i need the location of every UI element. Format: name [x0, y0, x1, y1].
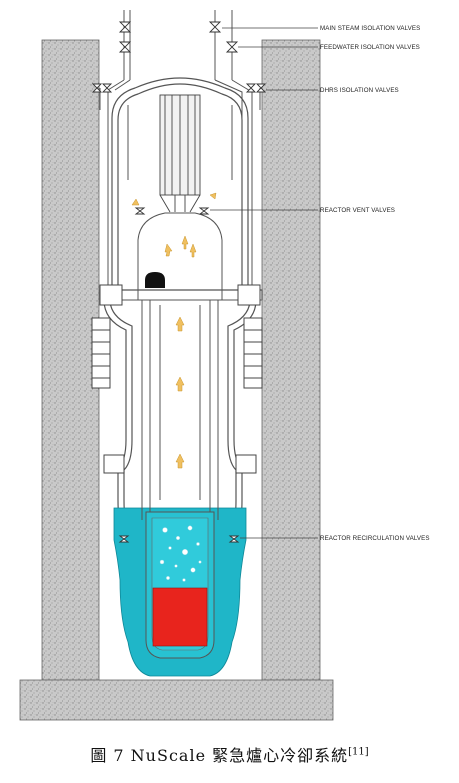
reactor-core [152, 587, 208, 647]
dhrs-valve-left-1 [91, 83, 103, 93]
steam-flow-arrows [131, 192, 217, 469]
vent-valve-left [134, 207, 146, 215]
label-dhrs-valves: DHRS ISOLATION VALVES [320, 87, 399, 94]
floor-slab [19, 679, 334, 721]
main-steam-valve-left [118, 21, 132, 33]
main-steam-valve-right [208, 21, 222, 33]
leader-lines [210, 27, 318, 539]
boiling-bubbles [159, 525, 202, 582]
vessel-flanges [99, 284, 261, 474]
recirc-valve-left [118, 535, 130, 543]
feedwater-valve-left [118, 41, 132, 53]
caption-text: 圖 7 NuScale 緊急爐心冷卻系統 [90, 746, 349, 765]
heat-exchangers [91, 317, 263, 389]
label-reactor-vent-valves: REACTOR VENT VALVES [320, 207, 395, 214]
recirc-valve-right [228, 535, 240, 543]
feedwater-valve-right [225, 41, 239, 53]
right-wall [261, 39, 321, 681]
control-rod-drives [159, 94, 201, 213]
label-reactor-recirc-valves: REACTOR RECIRCULATION VALVES [320, 535, 430, 542]
label-main-steam-valves: MAIN STEAM ISOLATION VALVES [320, 25, 420, 32]
dhrs-valve-left-2 [101, 83, 113, 93]
caption-reference: [11] [348, 746, 369, 758]
valve-actuator [145, 272, 165, 288]
isolation-valves [91, 21, 267, 543]
left-wall [41, 39, 100, 681]
vent-valve-right [198, 207, 210, 215]
label-feedwater-valves: FEEDWATER ISOLATION VALVES [320, 44, 420, 51]
nuscale-eccs-diagram: MAIN STEAM ISOLATION VALVES FEEDWATER IS… [19, 10, 430, 721]
pool-walls [19, 39, 334, 721]
dhrs-valve-right-2 [255, 83, 267, 93]
figure-caption: 圖 7 NuScale 緊急爐心冷卻系統[11] [0, 742, 459, 766]
dhrs-valve-right-1 [245, 83, 257, 93]
